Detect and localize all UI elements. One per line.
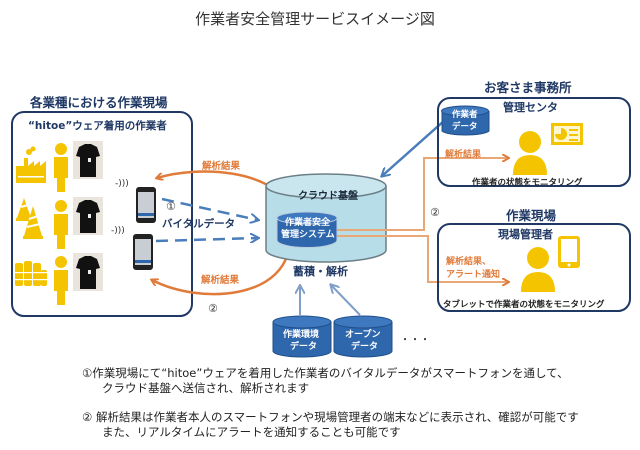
- field-site-box: [437, 223, 631, 312]
- source-db-line2: データ: [351, 342, 379, 352]
- worker-person-icon: [54, 200, 68, 249]
- page-title: 作業者安全管理サービスイメージ図: [0, 8, 640, 29]
- vital-data-arrow: [155, 238, 258, 241]
- accumulate-analyze-caption: 蓄積・解析: [293, 265, 348, 278]
- note2-line2: また、リアルタイムにアラートを通知することも可能です: [102, 425, 401, 439]
- result-label-bottom: 解析結果: [201, 275, 240, 286]
- step2-marker-right: ②: [430, 206, 440, 219]
- worker-person-icon: [54, 143, 68, 192]
- field-result-line1: 解析結果、: [446, 257, 492, 267]
- hitoe-shirt-photo: [73, 197, 103, 235]
- left-site-heading: 各業種における作業現場: [30, 95, 168, 110]
- worker-db-line1: 作業者: [452, 110, 478, 120]
- left-site-box: [11, 111, 193, 317]
- system-label-line1: 作業者安全: [285, 218, 331, 228]
- worker-data-db: [441, 105, 490, 136]
- left-box-label: “hitoe”ウェア着用の作業者: [28, 120, 167, 132]
- system-label-line2: 管理システム: [281, 230, 335, 240]
- management-center-title: 管理センタ: [503, 101, 558, 114]
- smartphone-icon: [136, 187, 156, 223]
- field-monitoring-caption: タブレットで作業者の状態をモニタリング: [443, 300, 605, 310]
- factory-icon: [16, 146, 46, 183]
- signal-icon: -))): [111, 226, 125, 236]
- work-environment-data-db: [272, 315, 332, 358]
- result-line-to-field: [337, 235, 508, 282]
- source-db-line1: オープン: [345, 330, 381, 340]
- office-monitoring-caption: 作業者の状態をモニタリング: [472, 178, 583, 188]
- page-title-text: 作業者安全管理サービスイメージ図: [195, 10, 435, 28]
- tablet-icon: [558, 236, 580, 268]
- step1-marker: ①: [166, 200, 176, 213]
- management-system-db: [276, 211, 338, 248]
- source-arrow: [331, 285, 361, 316]
- note1-line1: ①作業現場にて“hitoe”ウェアを着用した作業者のバイタルデータがスマートフォ…: [82, 366, 569, 380]
- worker-person-icon: [54, 256, 68, 305]
- vital-data-label: バイタルデータ: [162, 218, 236, 230]
- result-line-to-office: [337, 158, 508, 231]
- traffic-cone-icon: [16, 198, 43, 239]
- step2-marker-left: ②: [208, 302, 218, 315]
- hitoe-shirt-photo: [73, 253, 103, 291]
- result-label-top: 解析結果: [202, 161, 241, 172]
- cloud-platform-label: クラウド基盤: [298, 191, 358, 202]
- dashboard-screen-icon: [551, 123, 583, 145]
- more-sources-ellipsis: ・・・: [400, 335, 430, 346]
- open-data-db: [333, 315, 393, 358]
- source-db-line2: データ: [290, 342, 318, 352]
- office-box: [437, 97, 631, 187]
- signal-icon: -))): [115, 179, 129, 189]
- smartphone-icon: [133, 234, 153, 270]
- worker-db-line2: データ: [452, 122, 478, 132]
- vital-data-arrow: [161, 197, 258, 220]
- field-manager-person-icon: [521, 247, 555, 292]
- office-heading: お客さま事務所: [484, 80, 572, 95]
- field-heading: 作業現場: [506, 208, 557, 223]
- office-result-label: 解析結果: [445, 150, 482, 160]
- monitoring-person-icon: [513, 131, 547, 175]
- field-result-line2: アラート通知: [446, 270, 501, 280]
- note1-line2: クラウド基盤へ送信され、解析されます: [102, 381, 310, 395]
- source-db-line1: 作業環境: [283, 330, 320, 340]
- hitoe-shirt-photo: [73, 141, 103, 179]
- worker-data-arrow: [382, 119, 446, 176]
- storage-tanks-icon: [15, 261, 47, 286]
- note2-line1: ② 解析結果は作業者本人のスマートフォンや現場管理者の端末などに表示され、確認が…: [82, 410, 579, 424]
- field-manager-title: 現場管理者: [498, 228, 553, 241]
